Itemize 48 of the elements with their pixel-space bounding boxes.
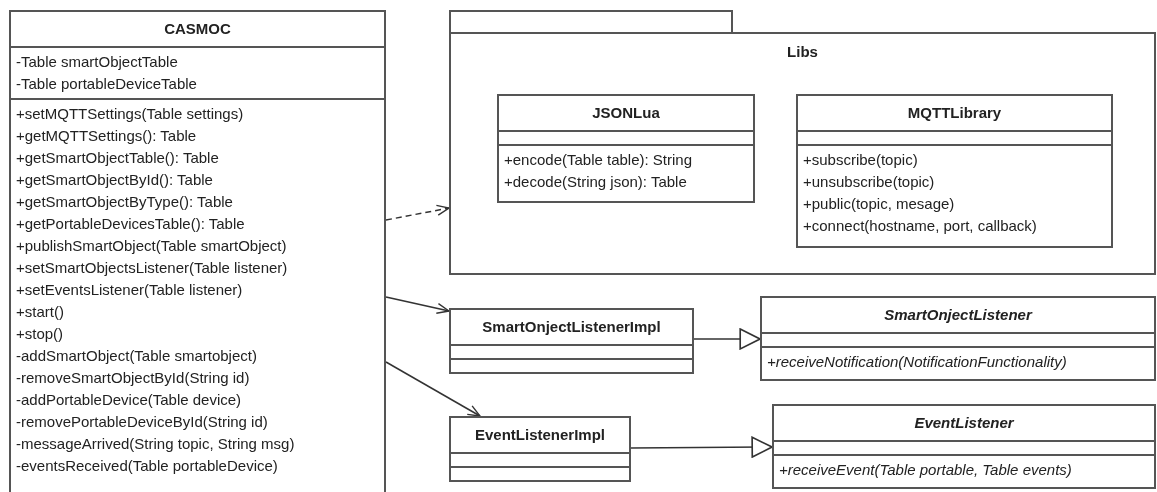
class-name: SmartOnjectListener	[884, 304, 1032, 325]
method: +receiveEvent(Table portable, Table events)	[779, 460, 1073, 480]
association-arrow	[385, 361, 481, 417]
method: +getSmartObjectByType(): Table	[16, 192, 234, 212]
method: +public(topic, mesage)	[803, 194, 956, 214]
method: +setEventsListener(Table listener)	[16, 280, 244, 300]
class-name: JSONLua	[592, 102, 660, 123]
method: -eventsReceived(Table portableDevice)	[16, 456, 279, 476]
method: -removeSmartObjectById(String id)	[16, 368, 251, 388]
generalization-arrow	[630, 436, 773, 458]
method: +getMQTTSettings(): Table	[16, 126, 198, 146]
method: +connect(hostname, port, callback)	[803, 216, 1038, 236]
method: +encode(Table table): String	[504, 150, 694, 170]
attribute: -Table smartObjectTable	[16, 52, 179, 72]
attribute: -Table portableDeviceTable	[16, 74, 198, 94]
class-name: EventListenerImpl	[474, 424, 605, 445]
class-name: CASMOC	[164, 18, 231, 39]
method: +getSmartObjectTable(): Table	[16, 148, 220, 168]
class-box	[772, 404, 1156, 489]
association-arrow	[385, 296, 450, 314]
method: +setMQTTSettings(Table settings)	[16, 104, 245, 124]
class-box	[449, 308, 694, 374]
method: -addPortableDevice(Table device)	[16, 390, 243, 410]
class-box	[449, 416, 631, 482]
class-box	[796, 94, 1113, 248]
method: +getPortableDevicesTable(): Table	[16, 214, 246, 234]
method: -removePortableDeviceById(String id)	[16, 412, 269, 432]
method: -messageArrived(String topic, String msg)	[16, 434, 296, 454]
package-name: Libs	[787, 43, 818, 60]
class-name: SmartOnjectListenerImpl	[482, 316, 661, 337]
method: +stop()	[16, 324, 65, 344]
class-box	[9, 10, 386, 492]
class-box	[760, 296, 1156, 381]
dependency-arrow	[385, 204, 450, 221]
method: -addSmartObject(Table smartobject)	[16, 346, 258, 366]
method: +start()	[16, 302, 65, 322]
class-box	[497, 94, 755, 203]
method: +setSmartObjectsListener(Table listener)	[16, 258, 289, 278]
method: +getSmartObjectById(): Table	[16, 170, 214, 190]
method: +receiveNotification(NotificationFunctionality)	[767, 352, 1068, 372]
generalization-arrow	[693, 328, 761, 350]
package	[449, 10, 1156, 275]
method: +unsubscribe(topic)	[803, 172, 936, 192]
method: +decode(String json): Table	[504, 172, 688, 192]
class-name: EventListener	[914, 412, 1014, 433]
method: +publishSmartObject(Table smartObject)	[16, 236, 288, 256]
method: +subscribe(topic)	[803, 150, 919, 170]
class-name: MQTTLibrary	[907, 102, 1002, 123]
